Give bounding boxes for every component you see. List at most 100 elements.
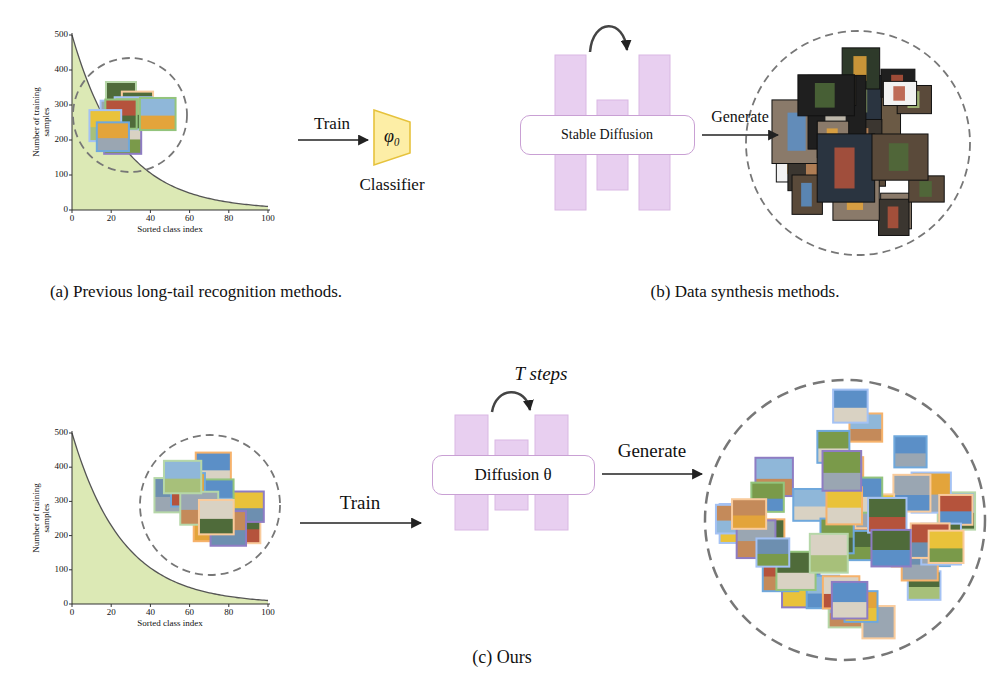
image-sky (164, 461, 201, 493)
tick (69, 569, 72, 570)
loop-arrow (492, 392, 530, 412)
sample-image (894, 436, 926, 467)
tick (72, 604, 73, 607)
sample-image (871, 530, 910, 567)
image-ground (833, 408, 868, 423)
photo-object (888, 206, 899, 228)
y-tick-label: 200 (55, 135, 69, 145)
image-sky (871, 530, 910, 567)
image-collage (772, 48, 944, 236)
photo-object (893, 86, 905, 100)
dashed-circle (746, 31, 970, 255)
image-sky (810, 534, 848, 573)
image-border (140, 98, 176, 130)
image-border (939, 495, 972, 525)
image-sky (732, 499, 766, 529)
y-axis (72, 431, 73, 604)
tick (69, 70, 72, 71)
y-tick-label: 100 (55, 565, 69, 575)
image-border (810, 534, 848, 573)
y-tick-label: 300 (55, 496, 69, 506)
image-border (871, 530, 910, 567)
image-ground (871, 550, 910, 566)
sample-image (756, 538, 789, 566)
sample-image (832, 582, 867, 619)
image-border (833, 390, 868, 423)
x-tick-label: 80 (224, 608, 233, 618)
image-ground (894, 453, 926, 467)
image-ground (776, 573, 815, 590)
image-sky (793, 489, 827, 521)
image-ground (732, 515, 766, 528)
tick (69, 433, 72, 434)
sample-image (872, 134, 928, 180)
image-border (793, 489, 827, 521)
image-border (929, 531, 964, 563)
symbol-label: φ₀ (384, 127, 400, 147)
y-tick-label: 500 (55, 428, 69, 438)
step-label: T steps (515, 364, 568, 385)
image-ground (756, 554, 789, 567)
model-box: Stable Diffusion (520, 115, 695, 155)
photo-object (919, 181, 931, 197)
sample-image (798, 75, 855, 116)
image-ground (199, 519, 234, 534)
y-tick-label: 0 (64, 599, 69, 609)
image-collage (716, 390, 975, 639)
image-ground (862, 624, 894, 639)
photo-object (801, 183, 812, 207)
loop-arrow (590, 26, 627, 52)
tick (111, 604, 112, 607)
y-tick-label: 300 (55, 100, 69, 110)
x-tick-label: 40 (146, 608, 155, 618)
tail-curve (72, 35, 268, 206)
tick (228, 604, 229, 607)
image-collage (89, 82, 175, 154)
panel-caption: (a) Previous long-tail recognition metho… (50, 283, 342, 302)
long-tail-chart (69, 33, 270, 213)
tick (69, 35, 72, 36)
tick (228, 210, 229, 213)
tail-curve (72, 433, 268, 601)
generate-arrow (702, 134, 778, 136)
tick (69, 501, 72, 502)
x-tick-label: 20 (107, 608, 116, 618)
y-tick-label: 0 (64, 205, 69, 215)
x-tick-label: 0 (70, 608, 75, 618)
axis-title: Number of training samples (32, 80, 52, 165)
photo-object (788, 113, 806, 151)
panel-caption: (c) Ours (472, 648, 531, 668)
image-sky (832, 582, 867, 619)
image-sky (833, 390, 868, 423)
axis-title: Sorted class index (137, 619, 203, 629)
x-tick-label: 60 (185, 608, 194, 618)
photo-frame (879, 199, 910, 235)
tick (69, 175, 72, 176)
image-sky (199, 500, 234, 534)
image-sky (939, 495, 972, 525)
dashed-circle (73, 58, 187, 172)
image-ground (908, 587, 941, 600)
train-arrow (298, 139, 368, 141)
tick (268, 210, 269, 213)
x-axis (72, 210, 270, 211)
image-sky (929, 531, 964, 563)
sample-image (939, 495, 972, 525)
image-sky (97, 122, 129, 151)
x-tick-label: 0 (70, 214, 75, 224)
sample-image (140, 98, 176, 130)
trapezoid-shape (374, 110, 410, 165)
image-ground (823, 473, 862, 491)
image-sky (894, 436, 926, 467)
node-label: Stable Diffusion (561, 127, 653, 142)
y-tick-label: 100 (55, 170, 69, 180)
sample-image (793, 489, 827, 521)
photo-frame (817, 134, 874, 202)
sample-image (823, 451, 862, 491)
image-sky (756, 538, 789, 566)
image-border (97, 122, 129, 151)
image-ground (929, 548, 964, 563)
tick (72, 210, 73, 213)
photo-object (815, 83, 835, 108)
photo-frame (872, 134, 928, 180)
